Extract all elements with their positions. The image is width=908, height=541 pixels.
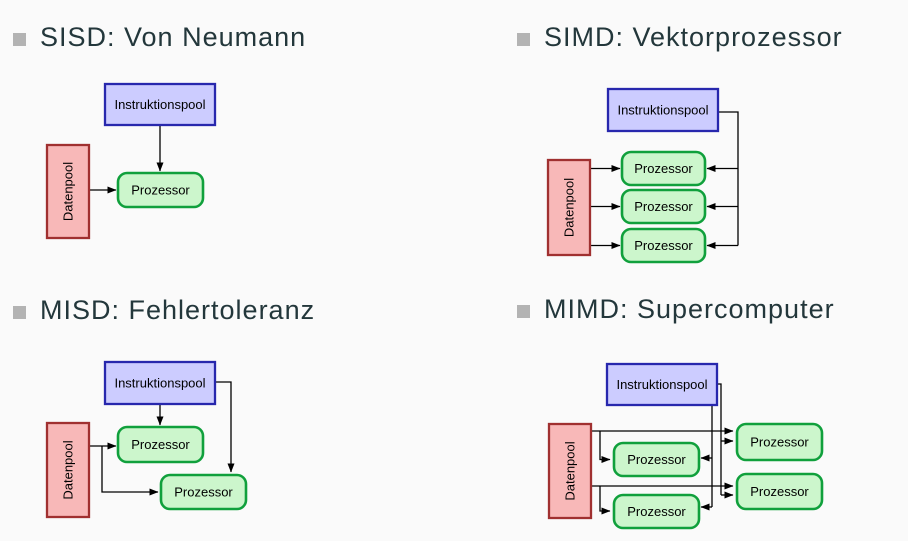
instruction-pool-box	[103, 82, 217, 127]
diagram-misd: Instruktionspool Datenpool Prozessor Pro…	[45, 360, 248, 519]
processor-label: Prozessor	[131, 183, 190, 198]
instruction-pool-label: Instruktionspool	[616, 377, 707, 392]
data-pool-label: Datenpool	[562, 178, 577, 237]
processor-label: Prozessor	[634, 161, 693, 176]
mimd-arrows	[591, 383, 734, 515]
data-arrow	[599, 486, 611, 515]
processor-box	[612, 441, 701, 478]
section-title-simd: SIMD: Vektorprozessor	[544, 22, 843, 52]
processor-label: Prozessor	[174, 485, 233, 500]
processor-label: Prozessor	[131, 437, 190, 452]
processor-label: Prozessor	[634, 199, 693, 214]
instruction-bus-line	[717, 383, 722, 495]
bullet-icon	[13, 33, 26, 46]
data-pool-box	[45, 143, 91, 240]
data-pool-label: Datenpool	[563, 441, 578, 500]
bullet-icon	[517, 305, 530, 318]
heading-sisd: SISD: Von Neumann	[13, 24, 306, 51]
data-arrow	[101, 446, 159, 496]
heading-misd: MISD: Fehlertoleranz	[13, 297, 315, 324]
processor-box	[159, 473, 248, 511]
misd-arrows	[89, 381, 235, 496]
data-pool-box	[546, 158, 592, 257]
simd-arrows	[590, 111, 739, 249]
instruction-pool-box	[606, 87, 720, 133]
diagram-sisd: Instruktionspool Datenpool Prozessor	[45, 82, 217, 240]
data-pool-box	[45, 421, 91, 519]
processor-label: Prozessor	[627, 452, 686, 467]
processor-label: Prozessor	[627, 504, 686, 519]
section-title-misd: MISD: Fehlertoleranz	[40, 295, 316, 325]
processor-label: Prozessor	[750, 484, 809, 499]
instruction-pool-label: Instruktionspool	[114, 97, 205, 112]
data-pool-label: Datenpool	[61, 162, 76, 221]
data-pool-box	[547, 422, 593, 520]
instruction-pool-box	[103, 360, 217, 406]
processor-box	[735, 472, 824, 511]
processor-label: Prozessor	[750, 435, 809, 450]
bullet-icon	[13, 306, 26, 319]
instruction-arrow	[215, 381, 235, 473]
processor-box	[620, 150, 707, 187]
instruction-pool-label: Instruktionspool	[617, 103, 708, 118]
processor-box	[612, 493, 701, 530]
diagram-simd: Instruktionspool Datenpool Prozessor Pro…	[546, 87, 739, 264]
processor-label: Prozessor	[634, 238, 693, 253]
instruction-pool-box	[605, 362, 719, 407]
data-pool-label: Datenpool	[61, 440, 76, 499]
processor-box	[116, 425, 205, 464]
instruction-pool-label: Instruktionspool	[114, 376, 205, 391]
section-title-mimd: MIMD: Supercomputer	[544, 294, 835, 324]
processor-box	[116, 171, 205, 209]
diagram-mimd: Instruktionspool Datenpool Prozessor Pro…	[547, 362, 824, 530]
processor-box	[620, 188, 707, 225]
processor-box	[735, 422, 824, 462]
section-title-sisd: SISD: Von Neumann	[40, 22, 307, 52]
instruction-bus-line	[718, 111, 739, 246]
heading-mimd: MIMD: Supercomputer	[517, 296, 835, 323]
processor-box	[620, 227, 707, 264]
sisd-arrows	[89, 125, 164, 194]
data-arrow	[599, 431, 611, 463]
heading-simd: SIMD: Vektorprozessor	[517, 24, 843, 51]
bullet-icon	[517, 33, 530, 46]
